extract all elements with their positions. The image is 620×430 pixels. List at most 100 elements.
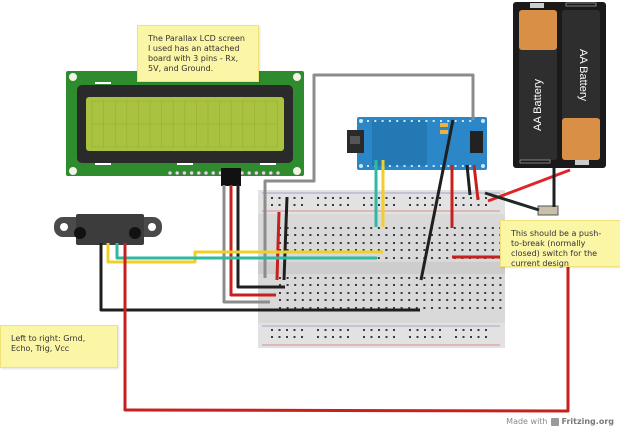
breadboard-hole [294, 277, 297, 279]
breadboard-hole [347, 284, 350, 286]
breadboard-hole [455, 197, 457, 199]
breadboard-hole [339, 227, 342, 229]
breadboard-hole [347, 336, 349, 338]
breadboard-hole [423, 227, 426, 229]
nano-pin [388, 120, 391, 122]
breadboard-hole [453, 292, 456, 294]
breadboard-hole [377, 242, 380, 244]
breadboard-hole [400, 284, 403, 286]
breadboard-hole [453, 227, 456, 229]
breadboard-hole [286, 234, 289, 236]
breadboard-hole [476, 227, 479, 229]
lcd-pin [275, 170, 281, 176]
wire-yellow-trig [106, 243, 383, 264]
breadboard-hole [324, 242, 327, 244]
wire-black-switch [484, 191, 540, 212]
breadboard-hole [377, 257, 380, 259]
breadboard-hole [393, 292, 395, 294]
breadboard-hole [438, 227, 441, 229]
breadboard-hole [309, 284, 312, 286]
breadboard-hole [377, 234, 380, 236]
lcd-pin [268, 170, 274, 176]
breadboard-hole [415, 277, 418, 279]
wire-teal-echo [115, 243, 377, 260]
breadboard-hole [301, 234, 304, 236]
breadboard-hole [370, 277, 373, 279]
breadboard-hole [370, 249, 373, 251]
breadboard-hole [431, 249, 433, 251]
breadboard-hole [400, 249, 403, 251]
breadboard-hole [309, 242, 312, 244]
breadboard-hole [377, 249, 380, 251]
breadboard-hole [377, 307, 380, 309]
breadboard-hole [339, 204, 342, 206]
breadboard-hole [347, 204, 349, 206]
breadboard-hole [279, 284, 281, 286]
nano-pin [425, 165, 428, 167]
breadboard-hole [324, 234, 327, 236]
breadboard-hole [332, 204, 334, 206]
breadboard-hole [393, 257, 395, 259]
breadboard-hole [363, 197, 365, 199]
breadboard-hole [339, 307, 342, 309]
breadboard-hole [301, 329, 303, 331]
breadboard-hole [339, 292, 342, 294]
breadboard-hole [446, 307, 449, 309]
breadboard-hole [317, 299, 319, 301]
breadboard-hole [400, 277, 403, 279]
breadboard-hole [294, 299, 297, 301]
breadboard-hole [347, 307, 350, 309]
breadboard-hole [324, 204, 327, 206]
breadboard-hole [309, 277, 312, 279]
breadboard-hole [469, 299, 471, 301]
wire-red-lcd-adapter [229, 185, 276, 297]
breadboard-hole [332, 329, 334, 331]
breadboard-hole [469, 292, 471, 294]
breadboard-hole [377, 299, 380, 301]
breadboard-hole [499, 307, 502, 309]
breadboard-hole [469, 234, 471, 236]
breadboard-hole [393, 242, 395, 244]
breadboard-hole [453, 249, 456, 251]
breadboard-hole [370, 204, 373, 206]
breadboard-hole [469, 307, 471, 309]
breadboard-hole [491, 227, 494, 229]
breadboard-hole [469, 249, 471, 251]
breadboard-hole [378, 197, 380, 199]
breadboard-hole [491, 292, 494, 294]
breadboard-hole [279, 307, 281, 309]
breadboard-hole [423, 249, 426, 251]
breadboard-hole [355, 292, 357, 294]
breadboard-hole [294, 234, 297, 236]
nano-pin [461, 165, 464, 167]
breadboard-hole [362, 277, 365, 279]
wire-black-gnd [99, 243, 420, 312]
breadboard-hole [408, 299, 411, 301]
breadboard-hole [446, 284, 449, 286]
breadboard-hole [317, 197, 319, 199]
breadboard-hole [485, 204, 487, 206]
breadboard-hole [476, 277, 479, 279]
breadboard-hole [301, 307, 304, 309]
breadboard-hole [485, 329, 487, 331]
nano-pin [403, 120, 406, 122]
breadboard-hole [491, 299, 494, 301]
breadboard-hole [453, 307, 456, 309]
breadboard-hole [363, 336, 365, 338]
note-switch: This should be a push-to-break (normally… [500, 220, 620, 268]
lcd-pin [246, 170, 252, 176]
breadboard-hole [484, 277, 487, 279]
breadboard-hole [485, 197, 487, 199]
fritzing-logo-icon [550, 417, 559, 426]
breadboard-hole [431, 307, 433, 309]
breadboard-hole [484, 284, 487, 286]
breadboard-hole [339, 336, 342, 338]
breadboard-hole [370, 197, 373, 199]
breadboard-hole [415, 227, 418, 229]
breadboard-hole [438, 234, 441, 236]
nano-pin [432, 165, 435, 167]
breadboard-hole [431, 299, 433, 301]
wire-gray-lcd-adapter [222, 185, 270, 304]
breadboard-hole [317, 277, 319, 279]
breadboard-hole [301, 204, 303, 206]
